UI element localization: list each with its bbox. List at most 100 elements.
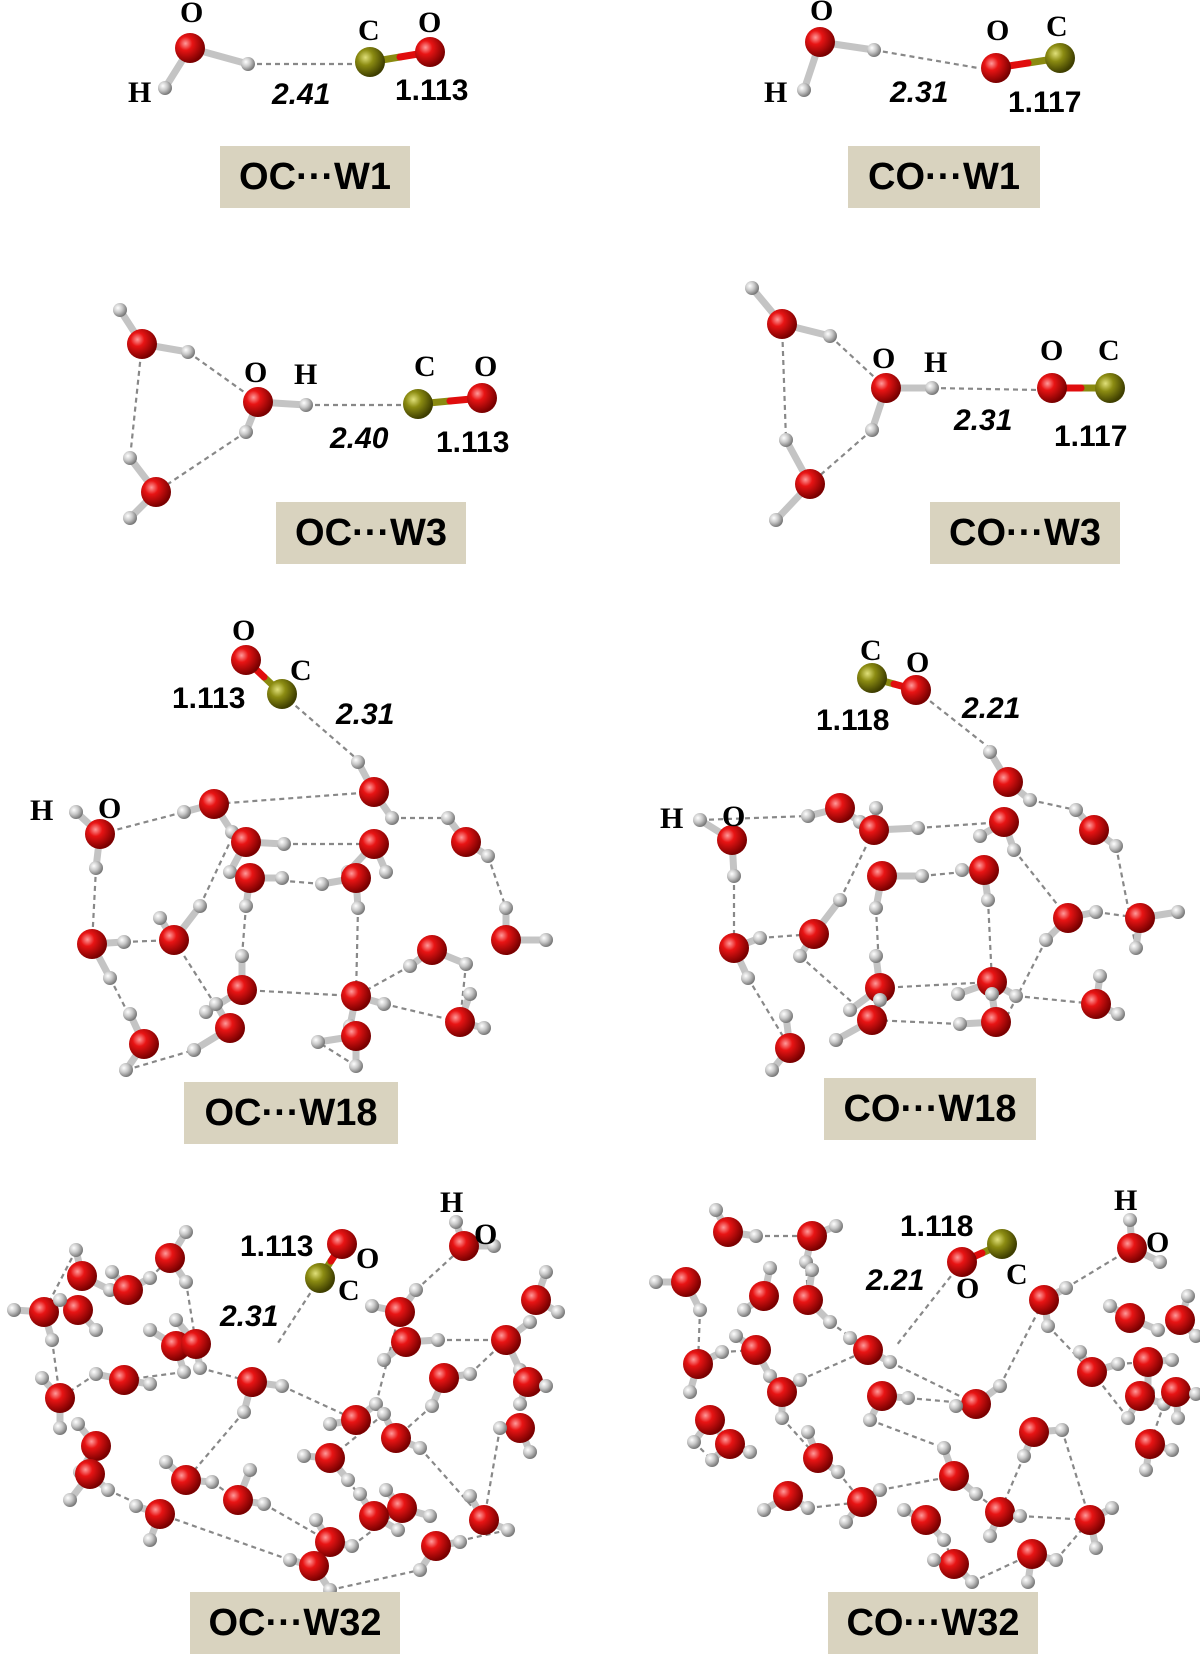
atom-label-o: O bbox=[180, 0, 203, 29]
w18a-hydrogen bbox=[477, 1021, 491, 1035]
hydrogen-bond bbox=[213, 790, 375, 806]
w18b-oxygen bbox=[857, 1005, 887, 1035]
w32a-hydrogen bbox=[341, 1473, 355, 1487]
w18a-hydrogen bbox=[239, 899, 253, 913]
w18a-hydrogen bbox=[223, 865, 237, 879]
w18a-hydrogen bbox=[379, 865, 393, 879]
w32b-hydrogen bbox=[1123, 1213, 1137, 1227]
co-bond-length-label: 1.117 bbox=[1008, 86, 1081, 119]
w18b-oxygen bbox=[825, 793, 855, 823]
w32b-hydrogen bbox=[873, 1483, 887, 1497]
w32a-hydrogen bbox=[487, 1239, 501, 1253]
atom-label-c: C bbox=[1098, 334, 1120, 367]
w32b-oxygen bbox=[715, 1429, 745, 1459]
w32b-hydrogen bbox=[1189, 1329, 1200, 1343]
co-bond-length-label: 1.113 bbox=[436, 426, 509, 459]
w32b-hydrogen bbox=[801, 1425, 815, 1439]
w18b-oxygen bbox=[865, 973, 895, 1003]
w32a-hydrogen bbox=[53, 1421, 67, 1435]
co-7-oxygen bbox=[327, 1229, 357, 1259]
w3a-hydrogen bbox=[823, 329, 837, 343]
atom-label-h: H bbox=[294, 358, 317, 391]
w32a-hydrogen bbox=[431, 1333, 445, 1347]
w32a-hydrogen bbox=[275, 1379, 289, 1393]
w3b-oxygen bbox=[871, 373, 901, 403]
w32a-hydrogen bbox=[551, 1305, 565, 1319]
co-4-carbon bbox=[1095, 373, 1125, 403]
w32b-hydrogen bbox=[1059, 1281, 1073, 1295]
w18b-oxygen bbox=[977, 967, 1007, 997]
w32b-hydrogen bbox=[965, 1575, 979, 1589]
w32a-oxygen bbox=[421, 1531, 451, 1561]
w32b-hydrogen bbox=[737, 1303, 751, 1317]
w18b-oxygen bbox=[989, 807, 1019, 837]
w18a-hydrogen bbox=[117, 935, 131, 949]
w18b-hydrogen bbox=[911, 821, 925, 835]
w18a-hydrogen bbox=[199, 1005, 213, 1019]
hydrogen-bond bbox=[931, 386, 1041, 392]
w32a-hydrogen bbox=[353, 1487, 367, 1501]
w32a-hydrogen bbox=[449, 1215, 463, 1229]
w32b-hydrogen bbox=[949, 1399, 963, 1413]
w32b-oxygen bbox=[749, 1281, 779, 1311]
w32b-oxygen bbox=[1165, 1305, 1195, 1335]
w32a-hydrogen bbox=[89, 1323, 103, 1337]
co-7-carbon bbox=[305, 1263, 335, 1293]
w32a-hydrogen bbox=[377, 1353, 391, 1367]
w18a-hydrogen bbox=[463, 987, 477, 1001]
hbond-length-label: 2.31 bbox=[219, 1300, 278, 1333]
w18b-oxygen bbox=[775, 1033, 805, 1063]
w18a-hydrogen bbox=[275, 871, 289, 885]
atom-label-o: O bbox=[986, 14, 1009, 47]
w3c-hydrogen bbox=[123, 511, 137, 525]
w18a-oxygen bbox=[231, 827, 261, 857]
w18b-oxygen bbox=[867, 861, 897, 891]
w32a-hydrogen bbox=[63, 1493, 77, 1507]
w18b-hydrogen bbox=[741, 971, 755, 985]
w32a-oxygen bbox=[29, 1297, 59, 1327]
w32b-oxygen bbox=[671, 1267, 701, 1297]
w32a-hydrogen bbox=[129, 1499, 143, 1513]
atom-label-o: O bbox=[232, 614, 255, 647]
w32a-oxygen bbox=[513, 1367, 543, 1397]
hydrogen-bond bbox=[1029, 798, 1077, 812]
w18b-hydrogen bbox=[1089, 905, 1103, 919]
w32a-hydrogen bbox=[501, 1523, 515, 1537]
atom-label-c: C bbox=[860, 634, 882, 667]
w18a-oxygen bbox=[159, 925, 189, 955]
w32b-hydrogen bbox=[705, 1453, 719, 1467]
atom-label-o: O bbox=[1146, 1226, 1169, 1259]
w32b-oxygen bbox=[1077, 1357, 1107, 1387]
w18a-hydrogen bbox=[499, 901, 513, 915]
w32a-oxygen bbox=[45, 1383, 75, 1413]
hydrogen-bond bbox=[128, 343, 144, 459]
w32b-oxygen bbox=[1135, 1429, 1165, 1459]
atom-label-o: O bbox=[872, 342, 895, 375]
w32a-oxygen bbox=[181, 1329, 211, 1359]
co-6-oxygen bbox=[901, 675, 931, 705]
w32a-hydrogen bbox=[193, 1361, 207, 1375]
atom-label-o: O bbox=[474, 350, 497, 383]
atom-label-h: H bbox=[764, 76, 787, 109]
w32b-hydrogen bbox=[1089, 1541, 1103, 1555]
w32b-oxygen bbox=[847, 1487, 877, 1517]
w18a-hydrogen bbox=[441, 811, 455, 825]
w18b-hydrogen bbox=[1069, 803, 1083, 817]
w32a-hydrogen bbox=[413, 1563, 427, 1577]
atom-label-h: H bbox=[1114, 1184, 1137, 1217]
w32a-oxygen bbox=[341, 1405, 371, 1435]
w32a-hydrogen bbox=[345, 1539, 359, 1553]
co-bond-length-label: 1.117 bbox=[1054, 420, 1127, 453]
hydrogen-bond bbox=[747, 977, 791, 1049]
w32b-hydrogen bbox=[793, 1373, 807, 1387]
w18a-hydrogen bbox=[123, 1007, 137, 1021]
w32b-oxygen bbox=[793, 1285, 823, 1315]
w18b-hydrogen bbox=[981, 893, 995, 907]
w32b-hydrogen bbox=[757, 1503, 771, 1517]
w32a-oxygen bbox=[145, 1499, 175, 1529]
hydrogen-bond bbox=[799, 955, 873, 1021]
w32b-hydrogen bbox=[763, 1261, 777, 1275]
w32b-hydrogen bbox=[1153, 1255, 1167, 1269]
w18b-hydrogen bbox=[1023, 793, 1037, 807]
w18b-hydrogen bbox=[869, 949, 883, 963]
